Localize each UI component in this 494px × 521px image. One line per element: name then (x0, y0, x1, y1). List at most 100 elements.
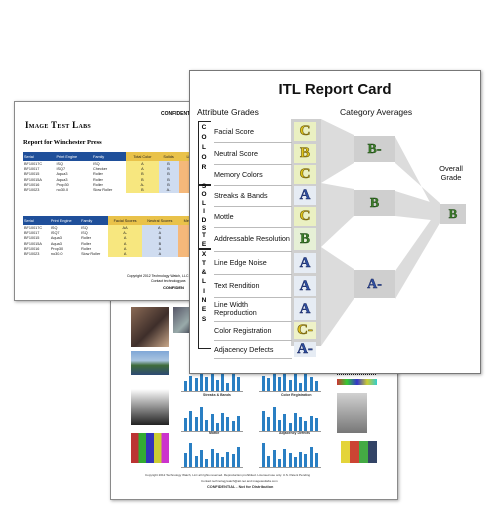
table-cell: ISQ (81, 230, 88, 235)
col-family-2: Family (80, 216, 109, 225)
table-cell: A- (158, 187, 179, 193)
image-test-labs-logo: Image Test Labs (25, 120, 92, 130)
mini-chart-bar (184, 418, 187, 431)
mini-chart-bar (226, 451, 230, 467)
table-cell: A (141, 251, 178, 257)
attribute-name: Adjacency Defects (214, 341, 292, 359)
mini-chart-bar (189, 411, 193, 431)
mini-chart-bar (267, 378, 271, 391)
attribute-name: Color Registration (214, 321, 292, 341)
mini-chart-bar (231, 454, 235, 467)
attribute-grades-header: Attribute Grades (197, 107, 259, 117)
group-letter: T (202, 259, 206, 267)
mini-chart-bar (210, 367, 214, 391)
mini-chart-bar (199, 450, 203, 467)
group-letter: X (201, 250, 207, 258)
category-averages-header: Category Averages (340, 107, 413, 117)
table-cell: B (126, 176, 159, 183)
col-neutral-scores: Neutral Scores (141, 216, 178, 225)
table-cell: Roller (93, 177, 103, 182)
table-cell: A (126, 161, 159, 167)
mini-chart-6 (259, 437, 321, 468)
flow-solids-to-overall (395, 191, 440, 221)
attribute-name: Mottle (214, 206, 292, 228)
confidential-header: CONFIDENTI (161, 111, 192, 117)
attribute-grade: A (294, 186, 316, 205)
mini-chart-bar (199, 407, 203, 431)
attribute-name: Addressable Resolution (214, 227, 292, 252)
mini-chart-bar (299, 451, 303, 467)
table-cell: Slow Roller (81, 252, 101, 257)
mini-chart-bar (184, 381, 187, 391)
table-cell: BF10015 (24, 172, 40, 177)
mini-chart-bar (221, 457, 225, 467)
report-footer-contact: Contact technologywa (151, 279, 186, 283)
table-cell: Aqua3 (56, 177, 68, 182)
table-cell: BF10015A (24, 177, 42, 182)
table-cell: B (141, 240, 178, 247)
table-cell: BF10015A (24, 241, 42, 246)
table-cell: AA (108, 225, 142, 231)
test-pattern-strip-2 (337, 379, 377, 385)
mini-chart-bar (215, 379, 219, 391)
mini-chart-bar (231, 372, 235, 391)
mini-chart-bar (205, 458, 209, 467)
report-footer-confidential: CONFIDEN (163, 285, 184, 290)
mini-chart-bar (262, 375, 265, 391)
mini-chart-bar (226, 382, 230, 391)
table-cell: B (158, 161, 179, 167)
color-group-bracket (198, 121, 211, 185)
col-facial-scores: Facial Scores (108, 216, 142, 225)
table-cell: B (126, 187, 159, 193)
mini-chart-bar (277, 458, 281, 467)
table-cell: BF10023 (24, 252, 40, 257)
back-footer-contact: Contact technologywatch@att.net and imag… (201, 479, 278, 483)
mini-chart-bar (226, 417, 230, 431)
mini-chart-bar (272, 407, 276, 431)
group-letter: T (202, 232, 206, 239)
table-cell: Slow Roller (93, 188, 113, 193)
mini-chart-bar (267, 455, 271, 467)
group-letter: C (201, 124, 207, 131)
table-cell: ISQ7 (56, 166, 66, 171)
mini-chart-2 (259, 361, 321, 392)
mini-chart-bar (309, 377, 313, 391)
col-family: Family (92, 152, 127, 161)
mini-chart-1 (181, 361, 243, 392)
color-patches-swatch (131, 433, 169, 463)
flow-diagram (321, 119, 440, 346)
table-cell: Prop30 (56, 182, 69, 187)
table-cell: A- (141, 225, 178, 231)
table-cell: Aqua3 (56, 172, 68, 177)
mini-chart-title-registration: Color Registration (281, 393, 312, 397)
overall-grade-label: Overall Grade (426, 164, 476, 182)
mini-chart-4 (259, 401, 321, 432)
table-cell: Aqua3 (50, 241, 62, 246)
mini-chart-bar (283, 448, 287, 467)
mini-chart-bar (189, 375, 193, 391)
mini-chart-bar (299, 417, 303, 431)
table-cell: A (108, 246, 142, 252)
report-footer-copyright: Copyright 2012 Technology Watch, LLC all… (127, 274, 203, 278)
mini-chart-bar (293, 457, 297, 467)
table-cell: B (141, 235, 178, 241)
table-cell: Roller (93, 182, 103, 187)
attribute-name: Line Width Reproduction (214, 297, 292, 322)
attribute-name: Streaks & Bands (214, 185, 292, 207)
group-letter: O (201, 154, 207, 162)
group-letter: L (202, 144, 206, 152)
mini-chart-bar (315, 453, 318, 467)
solids-group-bracket (198, 185, 211, 249)
attribute-grade: A (294, 253, 316, 273)
mini-chart-bar (205, 419, 209, 431)
group-letter: S (201, 315, 207, 323)
table-cell: Prop30 (50, 246, 64, 251)
mini-chart-5 (181, 437, 243, 468)
table-cell: BF10016 (24, 246, 40, 251)
col-serial-2: Serial (23, 216, 50, 225)
mini-chart-title-streaks: Streaks & Bands (203, 393, 231, 397)
table-cell: no30.0 (50, 252, 63, 257)
attribute-grade: C- (294, 322, 316, 339)
table-cell: BF10016 (24, 182, 40, 187)
mini-chart-bar (272, 450, 276, 467)
